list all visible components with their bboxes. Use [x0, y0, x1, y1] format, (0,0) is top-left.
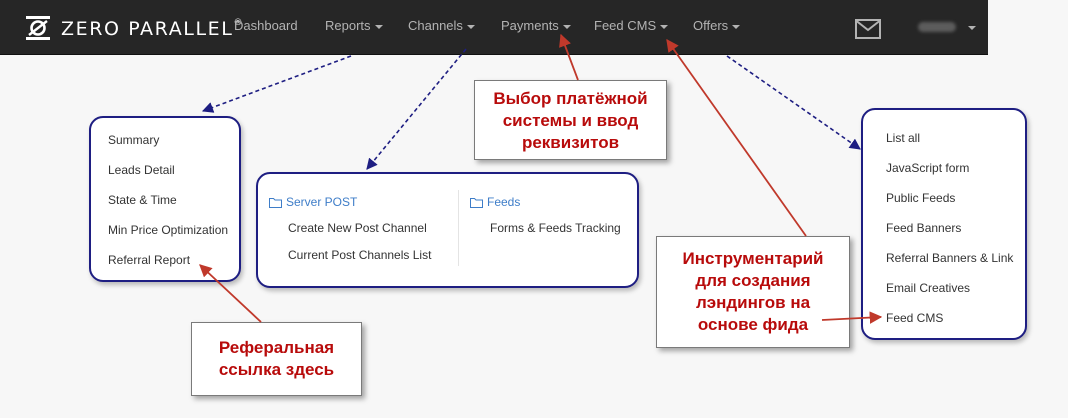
menu-item-forms-feeds-tracking[interactable]: Forms & Feeds Tracking [490, 221, 621, 235]
nav-reports[interactable]: Reports [325, 18, 383, 33]
menu-item-create-new-post-channel[interactable]: Create New Post Channel [288, 221, 427, 235]
nav-offers[interactable]: Offers [693, 18, 741, 33]
annotation-feed-cms: Инструментарий для создания лэндингов на… [656, 236, 850, 348]
caret-down-icon [562, 24, 571, 29]
arrow-feed-cms-item [821, 311, 883, 324]
annotation-payments: Выбор платёжной системы и ввод реквизито… [474, 80, 667, 160]
menu-item-referral-report[interactable]: Referral Report [108, 253, 191, 267]
menu-item-current-post-channels-list[interactable]: Current Post Channels List [288, 248, 432, 262]
brand-name: ZERO PARALLEL® [61, 18, 243, 40]
menu-item-feed-banners[interactable]: Feed Banners [886, 221, 962, 235]
arrow-reports [201, 55, 352, 113]
menu-item-leads-detail[interactable]: Leads Detail [108, 163, 175, 177]
menu-item-referral-banners-link[interactable]: Referral Banners & Link [886, 251, 1014, 265]
menu-item-min-price-optimization[interactable]: Min Price Optimization [108, 223, 229, 237]
nav-feed-cms[interactable]: Feed CMS [594, 18, 669, 33]
menu-item-list-all[interactable]: List all [886, 131, 921, 145]
top-navbar: ZERO PARALLEL® Dashboard Reports Channel… [0, 0, 988, 55]
menu-item-state-time[interactable]: State & Time [108, 193, 177, 207]
offers-dropdown: List all JavaScript form Public Feeds Fe… [861, 108, 1027, 340]
arrow-channels [366, 48, 467, 170]
folder-icon [470, 198, 483, 208]
nav-dashboard[interactable]: Dashboard [234, 18, 298, 33]
server-post-heading[interactable]: Server POST [269, 195, 357, 209]
arrow-referral-note [199, 264, 262, 323]
user-name: •••••• [918, 22, 956, 32]
arrow-offers [726, 55, 861, 150]
annotation-referral: Реферальная ссылка здесь [191, 322, 362, 396]
channels-dropdown: Server POST Create New Post Channel Curr… [256, 172, 639, 288]
caret-down-icon [660, 24, 669, 29]
menu-item-javascript-form[interactable]: JavaScript form [886, 161, 970, 175]
reports-dropdown: Summary Leads Detail State & Time Min Pr… [89, 116, 241, 282]
menu-item-public-feeds[interactable]: Public Feeds [886, 191, 956, 205]
feeds-heading[interactable]: Feeds [470, 195, 520, 209]
user-menu[interactable]: •••••• [918, 19, 976, 35]
arrow-feed-cms-nav [666, 38, 807, 237]
caret-down-icon [732, 24, 741, 29]
mail-icon[interactable] [855, 19, 881, 39]
menu-item-summary[interactable]: Summary [108, 133, 160, 147]
nav-channels[interactable]: Channels [408, 18, 475, 33]
caret-down-icon [968, 25, 976, 30]
column-divider [458, 190, 459, 266]
caret-down-icon [466, 24, 475, 29]
folder-icon [269, 198, 282, 208]
menu-item-email-creatives[interactable]: Email Creatives [886, 281, 971, 295]
zero-parallel-logo-icon [26, 16, 50, 40]
nav-payments[interactable]: Payments [501, 18, 571, 33]
caret-down-icon [374, 24, 383, 29]
menu-item-feed-cms[interactable]: Feed CMS [886, 311, 944, 325]
arrow-payments-note [559, 33, 579, 81]
